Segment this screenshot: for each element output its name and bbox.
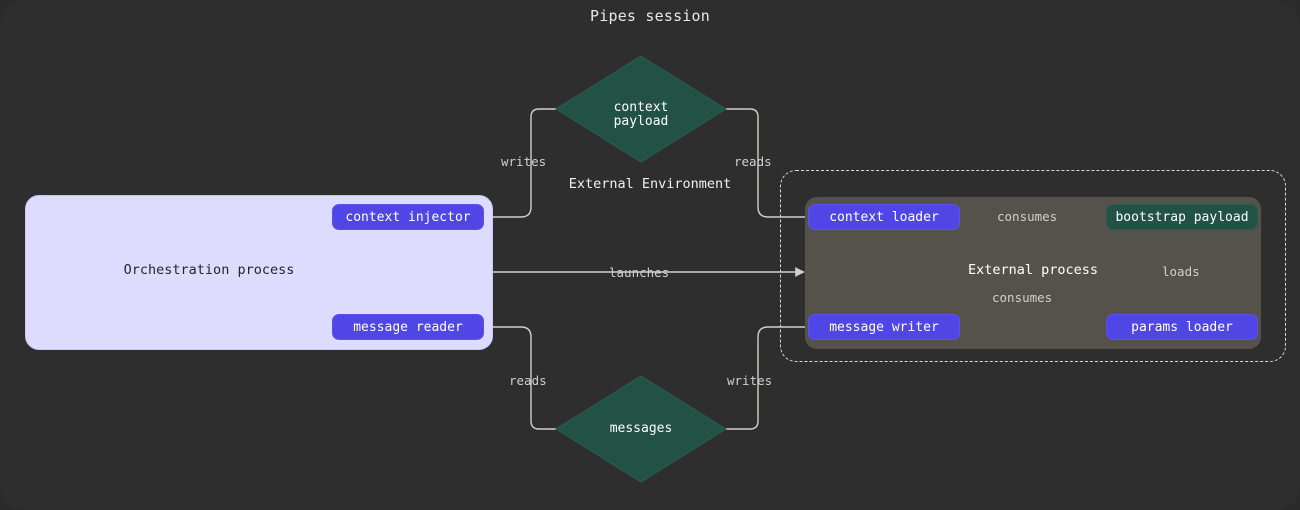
cluster-external-environment-label: External Environment (568, 176, 732, 192)
edge-label-launches: launches (609, 265, 670, 280)
edge-label-loads: loads (1162, 264, 1200, 279)
page-title: Pipes session (590, 7, 710, 25)
edge-label-writes-context: writes (501, 154, 547, 169)
node-messages-label: messages (609, 421, 673, 436)
node-message-reader[interactable]: message reader (332, 314, 484, 340)
node-messages-shape[interactable] (555, 375, 727, 483)
edge-message-reader-reads-messages (491, 326, 584, 434)
edge-label-consumes-context: consumes (997, 209, 1058, 224)
node-context-loader[interactable]: context loader (808, 204, 960, 230)
node-context-payload-label: context payload (613, 100, 669, 129)
edge-label-reads-messages: reads (509, 373, 547, 388)
cluster-external-process-label: External process (967, 262, 1099, 278)
node-params-loader[interactable]: params loader (1106, 314, 1258, 340)
edge-label-consumes-writer: consumes (992, 290, 1053, 305)
cluster-external-environment (780, 170, 1286, 362)
cluster-orchestration-label: Orchestration process (123, 262, 295, 278)
edge-context-loader-reads-context-payload (705, 104, 808, 218)
edge-label-writes-messages: writes (727, 373, 773, 388)
node-bootstrap-payload[interactable]: bootstrap payload (1106, 204, 1258, 230)
node-context-injector[interactable]: context injector (332, 204, 484, 230)
node-context-payload-shape[interactable] (555, 55, 727, 163)
edge-message-writer-writes-messages (705, 326, 808, 434)
edge-label-reads-context: reads (734, 154, 772, 169)
edge-context-injector-writes-context-payload (491, 104, 584, 218)
node-message-writer[interactable]: message writer (808, 314, 960, 340)
